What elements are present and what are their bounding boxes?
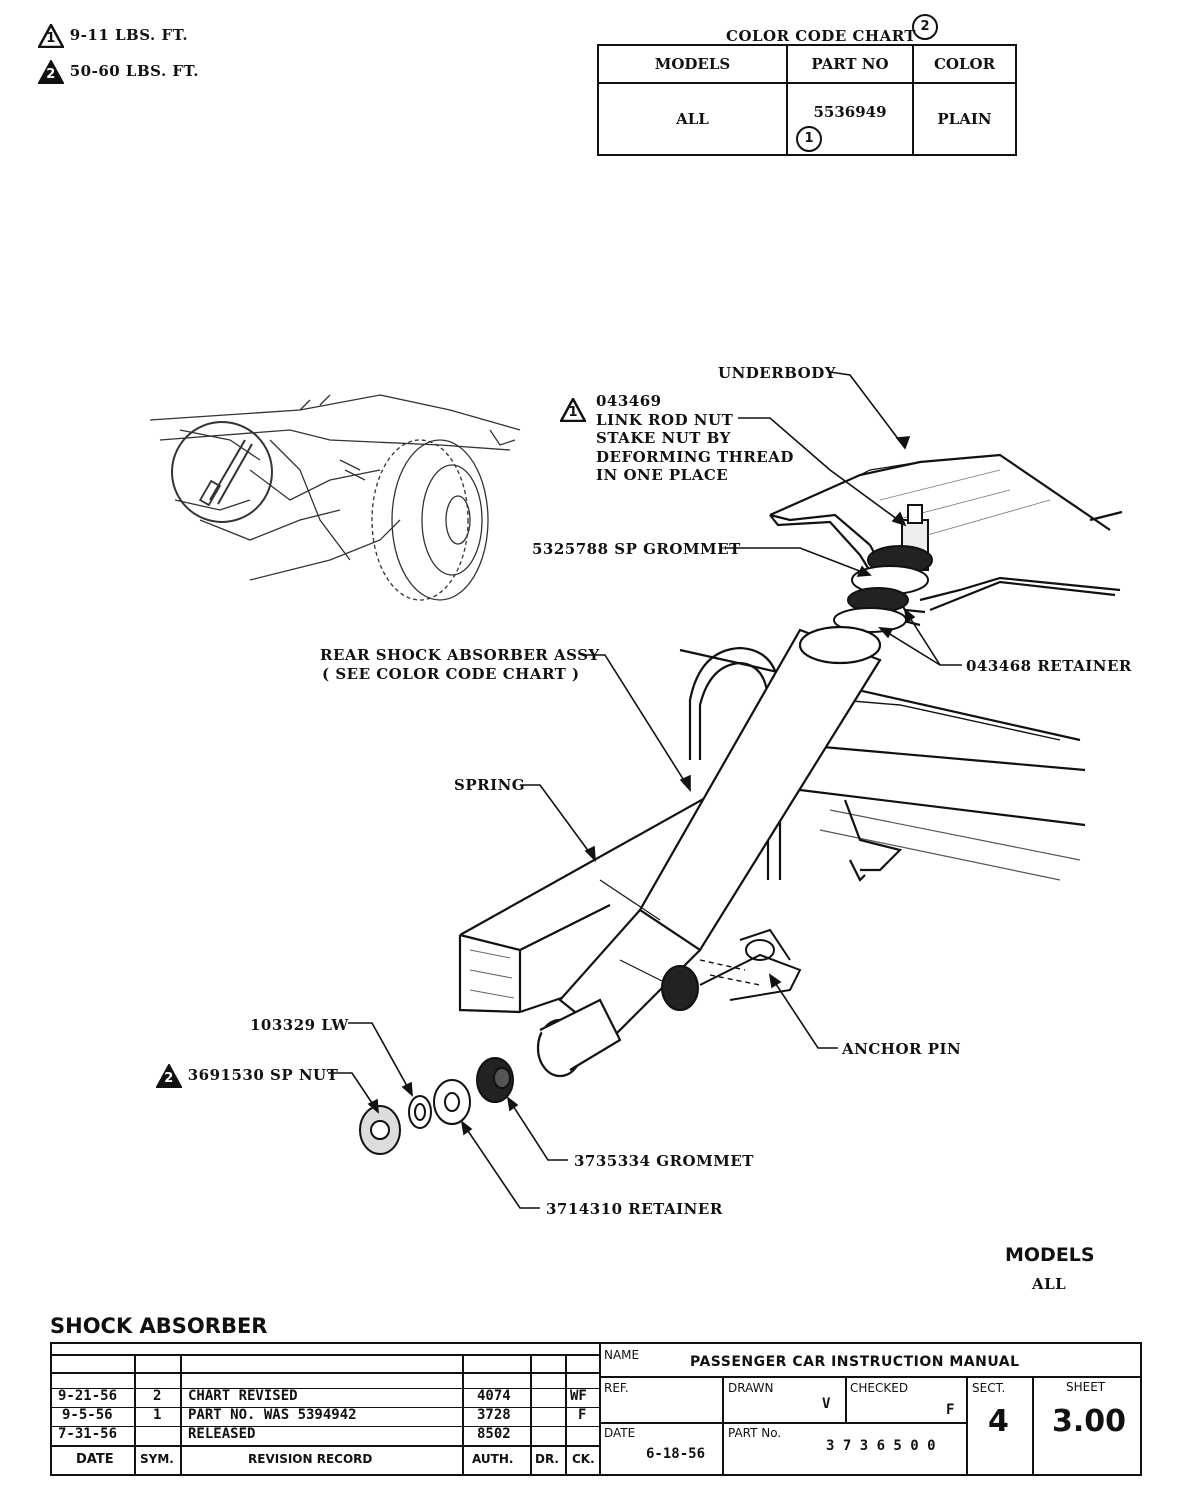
tb-drawn-label: DRAWN — [728, 1381, 774, 1395]
underbody-panel — [769, 453, 1123, 627]
label-sp-nut: 2 3691530 SP NUT — [156, 1064, 338, 1088]
cc-header-part: PART NO — [786, 44, 914, 84]
shock-absorber-body — [536, 625, 882, 1078]
tb-date-value: 6-18-56 — [646, 1446, 706, 1462]
cc-header-models: MODELS — [597, 44, 788, 84]
shock-assy-line-2: ( SEE COLOR CODE CHART ) — [322, 665, 580, 683]
tb-sheet-label: SHEET — [1066, 1380, 1106, 1394]
label-underbody: UNDERBODY — [718, 364, 836, 382]
title-block — [50, 1342, 1142, 1476]
cc-part-number: 5536949 — [813, 103, 887, 121]
link-rod-nut-line-5: IN ONE PLACE — [596, 466, 729, 484]
label-grommet-bottom: 3735334 GROMMET — [574, 1152, 754, 1170]
torque-note-2: 2 50-60 LBS. FT. — [38, 60, 199, 84]
torque-triangle-2-icon: 2 — [38, 60, 64, 84]
rev-header-ck: CK. — [572, 1452, 595, 1466]
rev-header-sym: SYM. — [140, 1452, 174, 1466]
rev-row-3-date: 7-31-56 — [58, 1426, 118, 1442]
circle-1-icon: 1 — [796, 126, 822, 152]
rev-header-dr: DR. — [535, 1452, 559, 1466]
tb-sect-label: SECT. — [972, 1381, 1006, 1395]
tb-sect-value: 4 — [988, 1404, 1009, 1439]
rev-row-1-ck: WF — [570, 1388, 587, 1404]
torque-note-1-text: 9-11 LBS. FT. — [69, 26, 189, 44]
color-chart-symbol: 2 — [912, 14, 938, 40]
shock-top-hardware — [833, 504, 933, 633]
label-link-rod-nut: 043469 LINK ROD NUT STAKE NUT BY DEFORMI… — [596, 392, 794, 485]
shock-assy-line-1: REAR SHOCK ABSORBER ASSY — [320, 646, 600, 664]
label-link-rod-nut-symbol: 1 — [560, 398, 586, 422]
tb-checked-value: F — [946, 1402, 955, 1418]
link-rod-nut-line-3: STAKE NUT BY — [596, 429, 731, 447]
leader-lines — [328, 371, 962, 1209]
label-retainer-top: 043468 RETAINER — [966, 657, 1132, 675]
sp-nut-text: 3691530 SP NUT — [187, 1066, 339, 1084]
link-rod-nut-line-2: LINK ROD NUT — [596, 410, 734, 429]
tb-part-value: 3 7 3 6 5 0 0 — [826, 1438, 936, 1454]
rev-row-2-date: 9-5-56 — [62, 1407, 113, 1423]
torque-note-1: 1 9-11 LBS. FT. — [38, 24, 188, 48]
rev-row-2-auth: 3728 — [477, 1407, 511, 1423]
torque-triangle-1-icon: 1 — [38, 24, 64, 48]
models-label: MODELS — [1005, 1244, 1095, 1266]
color-code-table: MODELS PART NO COLOR ALL 5536949 1 PLAIN — [597, 44, 1017, 156]
models-value: ALL — [1032, 1275, 1067, 1293]
tb-ref-label: REF. — [604, 1381, 629, 1395]
tb-checked-label: CHECKED — [850, 1381, 909, 1395]
section-title: SHOCK ABSORBER — [50, 1314, 268, 1338]
rev-header-date: DATE — [76, 1452, 114, 1467]
diagram-drawing — [149, 371, 1123, 1209]
exploded-lower-parts — [359, 1057, 514, 1155]
cc-cell-part: 5536949 1 — [786, 82, 914, 156]
tb-sheet-value: 3.00 — [1052, 1404, 1127, 1439]
rev-row-3-text: RELEASED — [188, 1426, 256, 1442]
rev-row-1-date: 9-21-56 — [58, 1388, 118, 1404]
rev-header-auth: AUTH. — [472, 1452, 514, 1466]
anchor-pin-assembly — [661, 928, 802, 1011]
tb-name-value: PASSENGER CAR INSTRUCTION MANUAL — [690, 1354, 1020, 1370]
label-sp-grommet: 5325788 SP GROMMET — [532, 540, 741, 558]
rev-row-2-ck: F — [578, 1407, 587, 1423]
rev-row-1-auth: 4074 — [477, 1388, 511, 1404]
cc-header-color: COLOR — [912, 44, 1017, 84]
torque-triangle-1-icon: 1 — [560, 398, 586, 422]
circle-2-icon: 2 — [912, 14, 938, 40]
cc-cell-color: PLAIN — [912, 82, 1017, 156]
label-lock-washer: 103329 LW — [250, 1016, 349, 1034]
torque-triangle-2-icon: 2 — [156, 1064, 182, 1088]
color-chart-title-text: COLOR CODE CHART — [726, 27, 917, 45]
label-anchor-pin: ANCHOR PIN — [842, 1040, 962, 1058]
rev-row-1-text: CHART REVISED — [188, 1388, 298, 1404]
rev-header-record: REVISION RECORD — [248, 1452, 373, 1466]
link-rod-nut-line-1: 043469 — [596, 392, 662, 410]
rev-row-2-text: PART NO. WAS 5394942 — [188, 1407, 357, 1423]
label-spring: SPRING — [454, 776, 526, 794]
label-retainer-bottom: 3714310 RETAINER — [546, 1200, 723, 1218]
rev-row-2-sym: 1 — [153, 1407, 162, 1423]
label-shock-assy: REAR SHOCK ABSORBER ASSY ( SEE COLOR COD… — [320, 646, 600, 684]
rev-row-3-auth: 8502 — [477, 1426, 511, 1442]
link-rod-nut-line-4: DEFORMING THREAD — [596, 447, 794, 466]
rev-row-1-sym: 2 — [153, 1388, 162, 1404]
cc-cell-models: ALL — [597, 82, 788, 156]
tb-name-label: NAME — [604, 1348, 640, 1362]
tb-part-label: PART No. — [728, 1426, 782, 1440]
color-chart-title: COLOR CODE CHART — [726, 27, 916, 45]
inset-locator-sketch — [149, 394, 521, 601]
torque-note-2-text: 50-60 LBS. FT. — [69, 62, 199, 80]
tb-drawn-value: V — [822, 1396, 831, 1412]
tb-date-label: DATE — [604, 1426, 636, 1440]
